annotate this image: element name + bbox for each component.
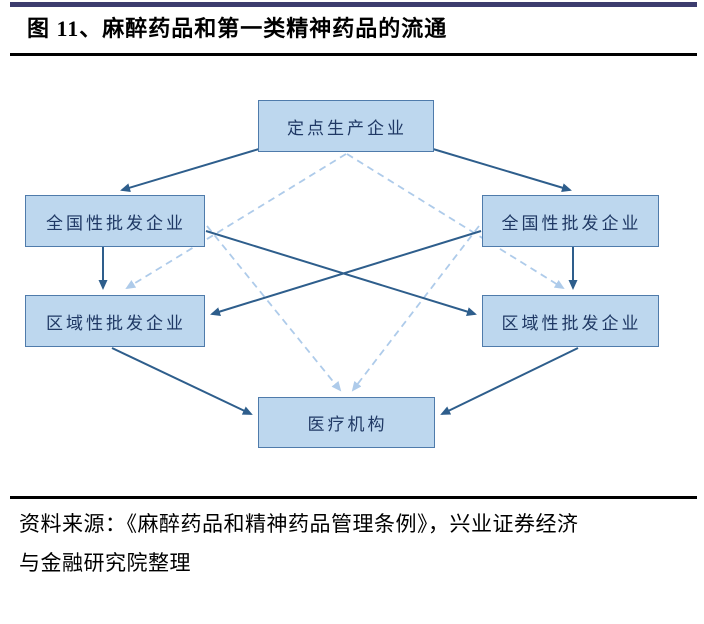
node-regional-wholesale-left: 区域性批发企业 <box>25 295 205 347</box>
edge-national-right-to-regional-left <box>210 230 482 316</box>
edge-producer-to-national-left <box>120 148 260 193</box>
title-divider <box>10 53 697 56</box>
node-medical-institution-label: 医疗机构 <box>307 415 388 434</box>
edge-national-right-to-medical-dashed <box>351 225 480 392</box>
edge-producer-to-regional-right-dashed <box>346 153 565 290</box>
node-national-wholesale-right: 全国性批发企业 <box>482 195 659 247</box>
edge-producer-to-national-right <box>432 148 572 193</box>
node-national-wholesale-right-label: 全国性批发企业 <box>501 213 642 233</box>
source-note: 资料来源：《麻醉药品和精神药品管理条例》，兴业证券经济 与金融研究院整理 <box>19 505 689 583</box>
node-producer: 定点生产企业 <box>258 100 434 152</box>
figure-title: 图 11、麻醉药品和第一类精神药品的流通 <box>27 16 448 41</box>
node-producer-label: 定点生产企业 <box>287 118 407 138</box>
edge-producer-to-regional-left-dashed <box>125 153 347 290</box>
node-regional-wholesale-right-label: 区域性批发企业 <box>501 313 642 333</box>
source-note-line1: 资料来源：《麻醉药品和精神药品管理条例》，兴业证券经济 <box>19 512 579 536</box>
footer-divider <box>10 496 697 499</box>
edge-regional-left-to-medical <box>111 347 253 415</box>
node-national-wholesale-left-label: 全国性批发企业 <box>46 213 186 233</box>
edge-national-left-to-regional-right <box>205 230 477 316</box>
node-medical-institution: 医疗机构 <box>258 397 435 448</box>
top-accent-bar <box>10 2 697 7</box>
edge-national-left-to-medical-dashed <box>206 225 342 392</box>
edge-regional-right-to-medical <box>440 347 579 415</box>
node-national-wholesale-left: 全国性批发企业 <box>25 195 205 247</box>
node-regional-wholesale-right: 区域性批发企业 <box>482 295 659 347</box>
node-regional-wholesale-left-label: 区域性批发企业 <box>46 313 186 333</box>
source-note-line2: 与金融研究院整理 <box>19 551 191 575</box>
